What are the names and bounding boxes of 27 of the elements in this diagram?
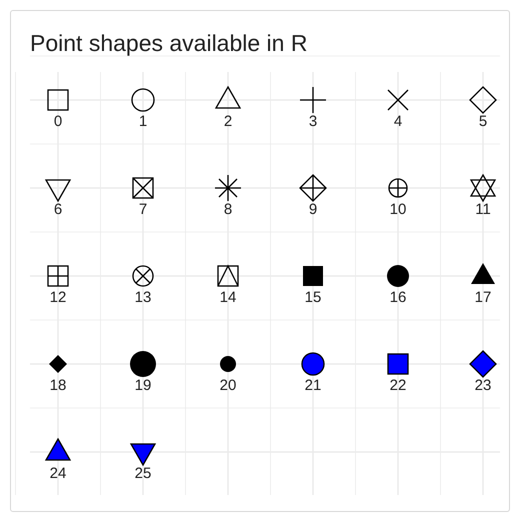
shape-number: 2: [224, 114, 232, 130]
shape-number: 18: [50, 378, 66, 394]
shape-number: 12: [50, 290, 66, 306]
shape-number: 14: [220, 290, 236, 306]
shape-number: 10: [390, 202, 406, 218]
chart-title: Point shapes available in R: [30, 30, 308, 57]
shape-number: 9: [308, 202, 318, 218]
shape-number: 21: [304, 378, 322, 394]
shape-number: 7: [138, 202, 148, 218]
shape-number: 1: [138, 114, 148, 130]
shape-number: 24: [50, 466, 66, 482]
shape-number: 25: [134, 466, 152, 482]
shape-number: 17: [474, 290, 492, 306]
shape-number: 23: [474, 378, 492, 394]
shape-number: 8: [224, 202, 232, 218]
shape-number: 16: [390, 290, 406, 306]
shape-number: 20: [220, 378, 236, 394]
shape-number: 15: [304, 290, 322, 306]
shape-number: 6: [54, 202, 62, 218]
shape-number: 4: [394, 114, 402, 130]
shape-number: 3: [308, 114, 318, 130]
shape-number: 19: [134, 378, 152, 394]
shape-number: 13: [134, 290, 152, 306]
shape-number: 11: [475, 202, 491, 218]
shape-number: 5: [478, 114, 488, 130]
shape-number: 22: [390, 378, 406, 394]
shape-number: 0: [54, 114, 62, 130]
